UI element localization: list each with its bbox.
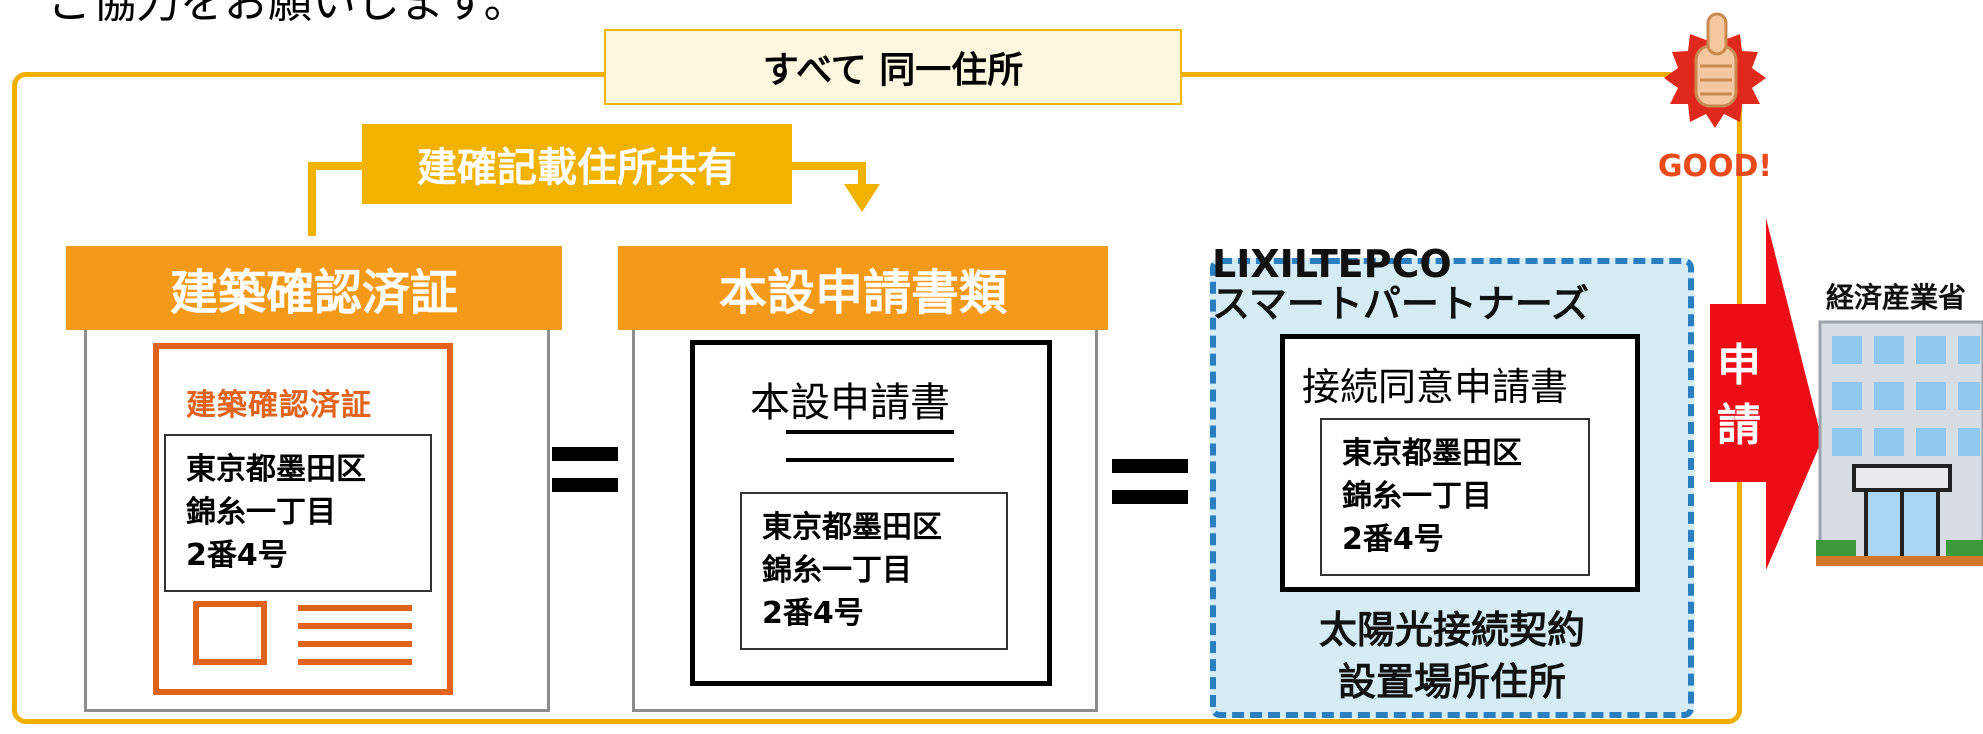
partner-name: LIXILTEPCO スマートパートナーズ [1212,244,1589,324]
main-application-header: 本設申請書類 [618,246,1108,330]
thumbs-up-icon: GOOD! [1658,12,1772,184]
address-line: 2番4号 [186,538,288,573]
address-line: 東京都墨田区 [186,452,366,487]
cert-address-box: 東京都墨田区 錦糸一丁目 2番4号 [164,434,432,592]
main-application-address-box: 東京都墨田区 錦糸一丁目 2番4号 [740,492,1008,650]
same-address-label: すべて 同一住所 [604,29,1182,105]
equals-sign-1a [552,447,618,461]
cert-doc-label: 建築確認済証 [186,388,372,423]
address-line: 錦糸一丁目 [762,553,912,588]
good-text: GOOD! [1658,149,1772,184]
address-line: 2番4号 [1342,522,1444,557]
main-application-doc-label: 本設申請書 [750,380,950,426]
shared-arrow-head [844,184,880,212]
consent-doc-label: 接続同意申請書 [1302,365,1569,409]
apply-label: 申 請 [1712,336,1766,456]
apply-char: 申 [1717,340,1761,391]
apply-arrow [1710,218,1822,570]
solar-caption-line2: 設置場所住所 [1337,660,1566,704]
shared-address-badge: 建確記載住所共有 [362,124,792,204]
address-line: 東京都墨田区 [762,510,942,545]
address-line: 2番4号 [762,596,864,631]
intro-text: ご協力をお願いします。 [48,0,528,28]
address-line: 錦糸一丁目 [186,495,336,530]
building-cert-header: 建築確認済証 [66,246,562,330]
solar-caption-line1: 太陽光接続契約 [1318,608,1585,652]
shared-bracket-left [308,162,362,236]
equals-sign-2b [1112,490,1188,504]
partner-name-line2: スマートパートナーズ [1212,282,1589,326]
partner-name-line1: LIXILTEPCO [1212,242,1452,286]
shared-bracket-right [792,162,866,188]
solar-contract-caption: 太陽光接続契約 設置場所住所 [1210,604,1694,708]
equals-sign-1b [552,478,618,492]
address-line: 錦糸一丁目 [1342,479,1492,514]
apply-char: 請 [1717,400,1761,451]
address-line: 東京都墨田区 [1342,436,1522,471]
government-building-icon [1816,320,1983,566]
ministry-label: 経済産業省 [1826,281,1967,314]
consent-address-box: 東京都墨田区 錦糸一丁目 2番4号 [1320,418,1590,576]
document-lines [786,430,954,462]
equals-sign-2a [1112,459,1188,473]
